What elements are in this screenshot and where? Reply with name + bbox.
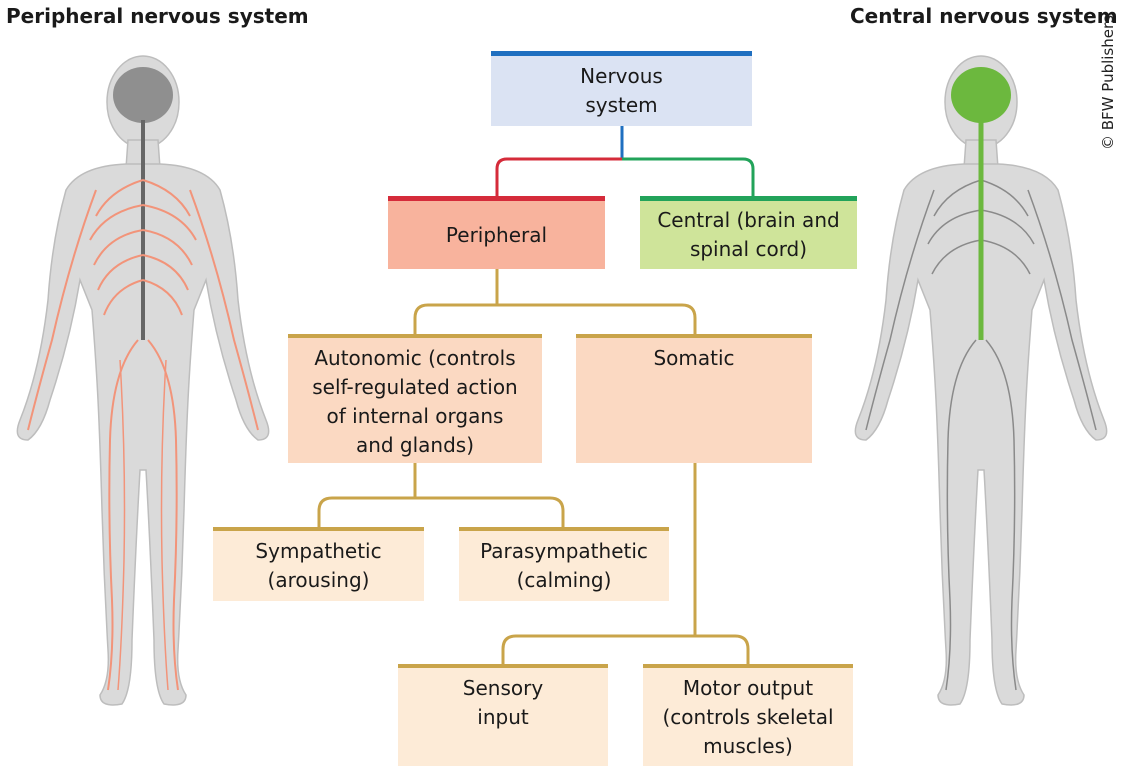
- motor-top-bar: [643, 664, 853, 668]
- sensory-label: Sensory input: [462, 676, 544, 729]
- connector-to-central: [622, 157, 755, 197]
- central-top-bar: [640, 196, 857, 201]
- connector-to-somatic: [497, 303, 697, 336]
- central-nervous-system-heading: Central nervous system: [850, 4, 1118, 28]
- autonomic-top-bar: [288, 334, 542, 338]
- sensory-top-bar: [398, 664, 608, 668]
- autonomic-label: Autonomic (controls self-regulated actio…: [312, 346, 518, 457]
- sensory-box: Sensory input: [398, 668, 608, 766]
- nervous-system-box: Nervous system: [491, 56, 752, 126]
- connector-to-sensory: [501, 634, 695, 666]
- sympathetic-top-bar: [213, 527, 424, 531]
- somatic-top-bar: [576, 334, 812, 338]
- connector-to-motor: [695, 634, 750, 666]
- root-top-bar: [491, 51, 752, 56]
- brain-shape: [113, 67, 173, 123]
- peripheral-nervous-system-heading: Peripheral nervous system: [6, 4, 309, 28]
- peripheral-nerves: [27, 120, 259, 691]
- central-nervous-system-highlight: [951, 67, 1011, 340]
- peripheral-top-bar: [388, 196, 605, 201]
- parasympathetic-top-bar: [459, 527, 669, 531]
- motor-label: Motor output (controls skeletal muscles): [662, 676, 834, 758]
- connector-to-sympathetic: [317, 496, 415, 529]
- connector-to-parasympathetic: [415, 496, 565, 529]
- peripheral-label: Peripheral: [445, 222, 548, 247]
- parasympathetic-label: Parasympathetic (calming): [480, 539, 648, 592]
- nervous-system-label: Nervous system: [580, 64, 663, 117]
- peripheral-body-figure: [16, 55, 270, 706]
- autonomic-box: Autonomic (controls self-regulated actio…: [288, 338, 542, 463]
- motor-box: Motor output (controls skeletal muscles): [643, 668, 853, 766]
- somatic-box: Somatic: [576, 338, 812, 463]
- connector-to-peripheral: [495, 157, 622, 197]
- sympathetic-label: Sympathetic (arousing): [255, 539, 382, 592]
- central-box: Central (brain and spinal cord): [640, 201, 857, 269]
- somatic-label: Somatic: [653, 346, 735, 370]
- sympathetic-box: Sympathetic (arousing): [213, 531, 424, 601]
- central-label: Central (brain and spinal cord): [657, 208, 840, 261]
- parasympathetic-box: Parasympathetic (calming): [459, 531, 669, 601]
- central-body-figure: [854, 55, 1108, 706]
- peripheral-box: Peripheral: [388, 201, 605, 269]
- connector-to-autonomic: [413, 303, 497, 336]
- grey-peripheral-nerves: [865, 179, 1097, 691]
